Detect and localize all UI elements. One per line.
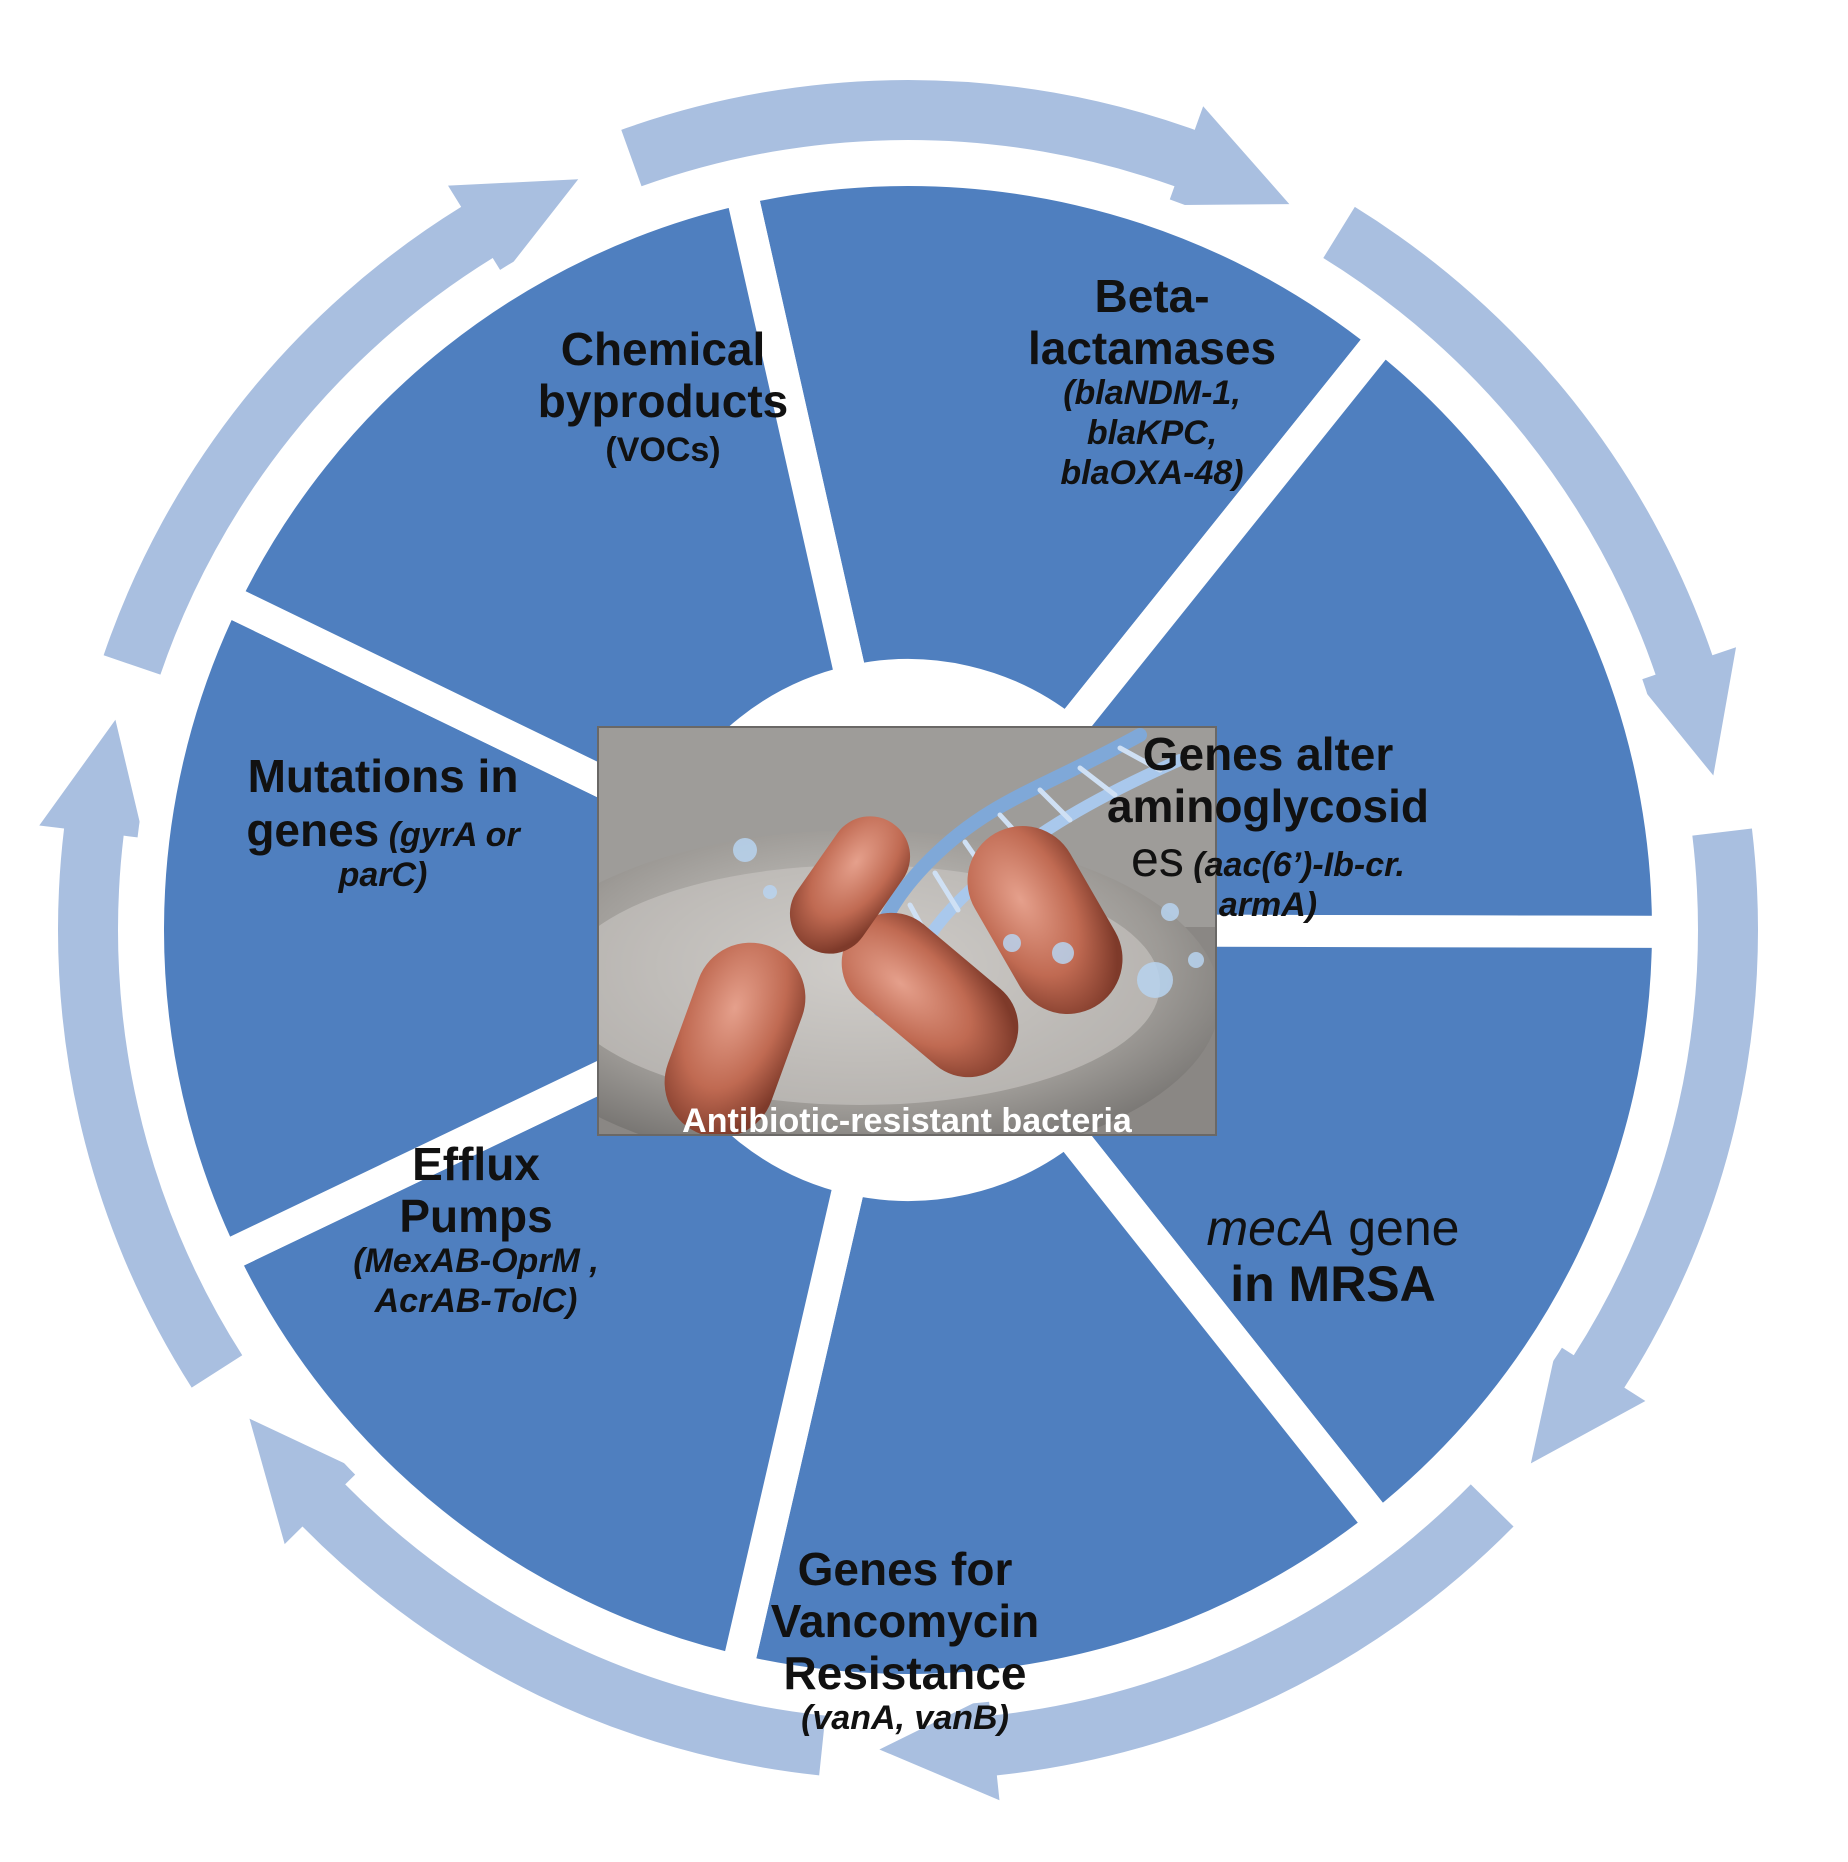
label-mutations-line-1-b: (gyrA or xyxy=(379,816,521,854)
cycle-arrows xyxy=(39,80,1758,1801)
label-chemical-line-0: Chemical xyxy=(561,323,766,375)
cycle-arrow-vanco xyxy=(249,1418,826,1776)
label-amino-line-2: es (aac(6’)-Ib-cr. xyxy=(1131,831,1405,887)
label-beta: Beta-lactamases(blaNDM-1,blaKPC,blaOXA-4… xyxy=(1028,270,1276,492)
label-amino-line-2-b: (aac(6’)-Ib-cr. xyxy=(1184,846,1405,884)
bubbles-icon xyxy=(733,838,1204,998)
label-efflux-line-2: (MexAB-OprM , xyxy=(353,1242,599,1280)
label-vanco-line-0: Genes for xyxy=(798,1543,1013,1595)
label-amino-line-1: aminoglycosid xyxy=(1107,780,1429,832)
label-vanco-line-3: (vanA, vanB) xyxy=(801,1699,1009,1737)
cycle-arrow-chemical xyxy=(621,80,1290,206)
center-caption: Antibiotic-resistant bacteria xyxy=(682,1102,1133,1140)
label-vanco-line-2: Resistance xyxy=(784,1647,1027,1699)
cycle-arrow-mutations xyxy=(103,179,579,675)
bacteria-icon xyxy=(664,816,1123,1135)
label-chemical-line-1: byproducts xyxy=(538,375,788,427)
cycle-arrow-efflux xyxy=(39,719,243,1388)
segment-chemical xyxy=(721,154,1406,754)
cycle-segments xyxy=(132,154,1685,1706)
cycle-arrow-beta xyxy=(1323,206,1737,776)
label-efflux-line-3: AcrAB-TolC) xyxy=(374,1282,578,1320)
label-beta-line-1: lactamases xyxy=(1028,322,1276,374)
cycle-arrow-amino xyxy=(1530,828,1758,1464)
cycle-arrow-meca xyxy=(879,1484,1514,1801)
label-mutations-line-1-a: genes xyxy=(246,804,379,856)
label-beta-line-4: blaOXA-48) xyxy=(1060,454,1243,492)
label-amino-line-2-a: es xyxy=(1131,831,1184,887)
label-chemical-line-2: (VOCs) xyxy=(605,431,720,469)
label-efflux-line-0: Efflux xyxy=(412,1138,540,1190)
label-mutations-line-0: Mutations in xyxy=(248,750,519,802)
label-mutations-line-1: genes (gyrA or xyxy=(246,804,521,856)
label-meca-line-0-a: mecA xyxy=(1207,1200,1335,1256)
label-meca-line-1: in MRSA xyxy=(1230,1256,1436,1312)
label-beta-line-3: blaKPC, xyxy=(1087,414,1217,452)
label-beta-line-0: Beta- xyxy=(1094,270,1209,322)
label-amino-line-0: Genes alter xyxy=(1143,728,1394,780)
label-amino-line-3: armA) xyxy=(1219,886,1317,924)
label-meca-line-0: mecA gene xyxy=(1207,1200,1460,1256)
label-efflux-line-1: Pumps xyxy=(399,1190,552,1242)
label-mutations-line-2: parC) xyxy=(338,856,428,894)
segment-meca xyxy=(717,1107,1403,1706)
segment-labels: Chemicalbyproducts(VOCs)Beta-lactamases(… xyxy=(246,270,1459,1737)
label-vanco-line-1: Vancomycin xyxy=(771,1595,1039,1647)
label-beta-line-2: (blaNDM-1, xyxy=(1063,374,1241,412)
label-meca-line-0-b: gene xyxy=(1334,1200,1459,1256)
center-image: Antibiotic-resistant bacteria xyxy=(597,726,1217,1140)
